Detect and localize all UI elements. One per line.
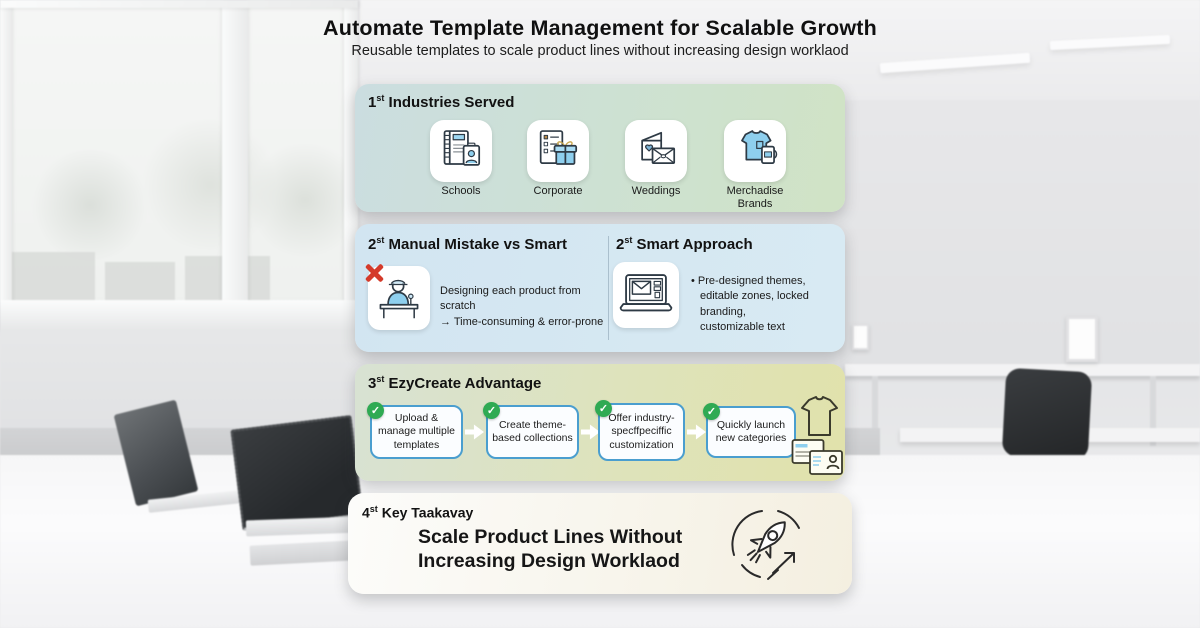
check-icon: ✓ — [595, 400, 612, 417]
smart-approach-text: • Pre-designed themes, editable zones, l… — [691, 274, 841, 336]
panel-industries: 1st Industries Served — [355, 84, 845, 212]
panel-takeaway-heading: 4st Key Taakavay — [362, 504, 473, 521]
panel-title: Key Taakavay — [381, 504, 474, 521]
panel-advantage: 3st EzyCreate Advantage Upload & manage … — [355, 364, 845, 481]
check-icon: ✓ — [703, 403, 720, 420]
panel-manual-heading: 2st Manual Mistake vs Smart — [368, 235, 567, 253]
takeaway-line-1: Scale Product Lines Without — [418, 526, 683, 548]
step-label: Upload & manage multiple templates — [377, 412, 456, 451]
checklist-gift-icon — [539, 130, 578, 165]
rocket-icon — [731, 510, 800, 580]
step-box-2: Create theme-based collections — [486, 405, 579, 459]
panel-title: Smart Approach — [636, 236, 753, 253]
check-icon: ✓ — [483, 402, 500, 419]
ordinal-suffix: st — [376, 93, 385, 103]
notebook-id-badge-icon — [443, 130, 481, 166]
tshirt-outline-icon — [801, 396, 838, 436]
laptop-email-icon — [619, 274, 673, 312]
window-sill — [0, 300, 358, 330]
step-label: Quickly launch new categories — [715, 418, 787, 444]
flow-arrow-icon — [687, 424, 706, 440]
desk-leg — [872, 376, 878, 446]
window-trees — [30, 150, 150, 260]
right-wall — [840, 100, 1200, 380]
ordinal-suffix: st — [369, 504, 378, 514]
window-frame — [0, 0, 358, 8]
industry-label: Weddings — [631, 185, 681, 197]
ordinal-suffix: st — [376, 235, 385, 245]
industry-label: Corporate — [533, 185, 583, 197]
flow-arrow-icon — [465, 424, 484, 440]
vertical-divider — [608, 236, 609, 340]
takeaway-statement: Scale Product Lines Without Increasing D… — [418, 525, 728, 574]
ordinal-suffix: st — [624, 235, 633, 245]
step-label: Create theme-based collections — [492, 418, 573, 444]
smart-approach-tile — [613, 262, 679, 328]
takeaway-line-2: Increasing Design Worklaod — [418, 550, 680, 573]
panel-industries-heading: 1st Industries Served — [368, 93, 514, 111]
panel-title: Manual Mistake vs Smart — [388, 236, 567, 253]
bullet: • — [691, 275, 695, 287]
step-box-3: Offer industry-specffpeciffic customizat… — [598, 403, 685, 461]
ordinal-number: 1 — [368, 94, 377, 111]
industry-tile-weddings — [625, 120, 687, 182]
greeting-card-envelope-icon — [641, 131, 676, 164]
worker-at-desk-icon — [379, 279, 419, 319]
ordinal-number: 2 — [368, 236, 377, 253]
wall-frame — [1066, 316, 1098, 362]
laptop — [230, 414, 364, 532]
panel-advantage-heading: 3st EzyCreate Advantage — [368, 374, 541, 392]
step-label: Offer industry-specffpeciffic customizat… — [608, 412, 675, 451]
step-box-1: Upload & manage multiple templates — [370, 405, 463, 459]
smart-line-2: editable zones, locked branding, — [700, 290, 809, 318]
page-subtitle: Reusable templates to scale product line… — [351, 43, 849, 59]
smart-line-1: Pre-designed themes, — [697, 275, 806, 287]
window-frame — [0, 0, 12, 330]
step-box-4: Quickly launch new categories — [706, 406, 796, 458]
page-title: Automate Template Management for Scalabl… — [323, 16, 877, 40]
industry-label: Schools — [441, 185, 481, 197]
panel-title: Industries Served — [388, 94, 515, 111]
window-frame — [222, 0, 248, 330]
panel-takeaway: 4st Key Taakavay Scale Product Lines Wit… — [348, 493, 852, 594]
red-x-icon — [363, 262, 385, 284]
check-icon: ✓ — [367, 402, 384, 419]
panel-manual-vs-smart: 2st Manual Mistake vs Smart Designing ea… — [355, 224, 845, 352]
window-buildings — [105, 262, 175, 302]
industry-tile-schools — [430, 120, 492, 182]
office-chair — [1001, 367, 1093, 461]
ordinal-number: 4 — [362, 504, 370, 521]
wall-frame — [852, 324, 869, 350]
manual-mistake-text: Designing each product from scratch → Ti… — [440, 284, 605, 330]
id-cards-icon — [791, 439, 843, 475]
panel-title: EzyCreate Advantage — [388, 375, 542, 392]
ordinal-suffix: st — [376, 374, 385, 384]
industry-tile-merchandise — [724, 120, 786, 182]
smart-line-3: customizable text — [700, 321, 785, 334]
ordinal-number: 2 — [616, 236, 625, 253]
desk-leg — [1150, 376, 1156, 446]
window-frame — [344, 0, 358, 330]
window-buildings — [0, 252, 95, 302]
manual-line-2: → Time-consuming & error-prone — [440, 315, 604, 328]
industry-label: Merchadise Brands — [726, 185, 784, 210]
window-trees — [250, 140, 360, 260]
ordinal-number: 3 — [368, 375, 377, 392]
tshirt-mug-icon — [741, 130, 778, 164]
panel-smart-heading: 2st Smart Approach — [616, 235, 753, 253]
industry-tile-corporate — [527, 120, 589, 182]
manual-line-1: Designing each product from scratch — [440, 285, 581, 313]
